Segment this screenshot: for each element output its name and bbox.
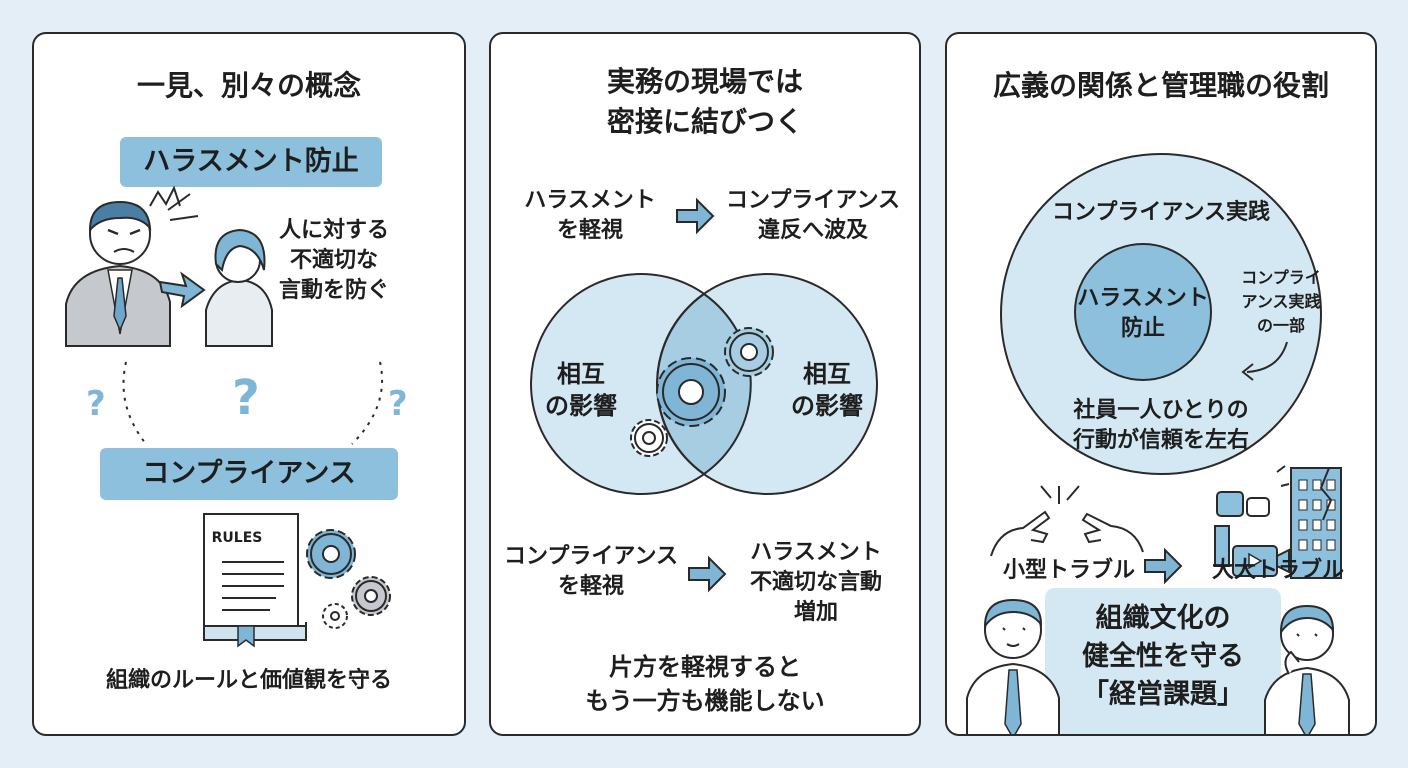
note-line: アンス実践 — [1241, 292, 1321, 311]
panel2-illustration — [530, 197, 878, 593]
box-line: 「経営課題」 — [1082, 679, 1244, 710]
panel3-illustration — [966, 153, 1350, 734]
caption-line: 不適切な — [289, 248, 378, 273]
side-note: コンプライ アンス実践 の一部 — [1239, 266, 1323, 338]
venn-left-label: 相互 の影響 — [537, 358, 625, 422]
caption-line: 人に対する — [278, 218, 389, 243]
venn-diagram — [530, 273, 878, 495]
panel2-conclusion: 片方を軽視すると もう一方も機能しない — [491, 650, 919, 718]
manager-icon — [1264, 604, 1350, 734]
conclusion-line: もう一方も機能しない — [585, 687, 825, 715]
flow2-right: ハラスメント 不適切な言動 増加 — [731, 538, 901, 628]
inner-line: 防止 — [1120, 316, 1165, 341]
flow-text: ハラスメント — [750, 540, 882, 565]
note-line: の一部 — [1256, 316, 1305, 335]
harassment-prevention-label: ハラスメント 防止 — [1075, 284, 1211, 344]
arrow-icon — [676, 197, 715, 235]
panel-title: 一見、別々の概念 — [136, 69, 361, 102]
compliance-band: コンプライアンス — [100, 448, 398, 500]
flow-text: 増加 — [793, 600, 838, 625]
flow-text: 不適切な言動 — [749, 570, 882, 595]
flow-text: 違反へ波及 — [757, 218, 868, 243]
box-line: 組織文化の — [1095, 603, 1231, 634]
arrow-icon — [688, 555, 727, 593]
venn-text: の影響 — [545, 392, 617, 420]
inner-line: ハラスメント — [1077, 286, 1209, 311]
question-icon: ? — [232, 370, 260, 426]
panel1-illustration — [65, 185, 391, 648]
shout-icon — [149, 185, 199, 221]
title-line: 実務の現場では — [606, 65, 803, 98]
arrow-icon — [1246, 341, 1288, 373]
venn-text: 相互 — [803, 360, 851, 388]
caption-line: 言動を防ぐ — [278, 278, 389, 303]
flow1-left: ハラスメント を軽視 — [505, 186, 675, 246]
question-icon: ? — [86, 384, 106, 424]
conclusion-line: 片方を軽視すると — [609, 653, 801, 681]
harassment-circle — [1074, 243, 1212, 381]
flow-text: コンプライアンス — [503, 544, 679, 569]
woman-icon — [205, 228, 273, 347]
big-trouble-label: 大大トラブル — [1211, 558, 1344, 583]
note-line: コンプライ — [1241, 268, 1321, 287]
harassment-prevention-band: ハラスメント防止 — [120, 137, 382, 187]
small-trouble-label: 小型トラブル — [1002, 558, 1135, 583]
gear-icon — [630, 327, 774, 457]
cracked-building-icon — [1276, 465, 1342, 579]
panel-manager-role: 広義の関係と管理職の役割 — [945, 32, 1377, 736]
culture-box — [1045, 588, 1281, 734]
venn-text: の影響 — [791, 392, 863, 420]
panel1-footer: 組織のルールと価値観を守る — [105, 668, 392, 693]
question-icon: ? — [388, 384, 408, 424]
culture-box-text: 組織文化の 健全性を守る 「経営課題」 — [1045, 600, 1281, 714]
flow-text: コンプライアンス — [725, 188, 901, 213]
people-caption: 人に対する 不適切な 言動を防ぐ — [264, 216, 404, 306]
compliance-practice-label: コンプライアンス実践 — [1051, 200, 1271, 225]
rules-book-icon — [203, 513, 307, 648]
flow1-right: コンプライアンス 違反へ波及 — [715, 186, 911, 246]
behavior-line: 行動が信頼を左右 — [1072, 428, 1249, 453]
flow-text: を軽視 — [557, 574, 624, 599]
book-label: RULES — [211, 530, 263, 546]
box-line: 健全性を守る — [1082, 641, 1244, 672]
media-icons — [1214, 491, 1290, 577]
title-line: 密接に結びつく — [606, 105, 803, 138]
arrow-icon — [1144, 547, 1183, 585]
panel-title: 広義の関係と管理職の役割 — [992, 69, 1329, 102]
gear-icon — [306, 529, 391, 629]
panel-closely-linked: 実務の現場では 密接に結びつく ハラスメント を軽視 コンプ — [489, 32, 921, 736]
flow2-left: コンプライアンス を軽視 — [497, 542, 685, 602]
venn-text: 相互 — [557, 360, 605, 388]
behavior-line: 社員一人ひとりの — [1073, 398, 1249, 423]
pointing-hands-icon — [990, 485, 1144, 557]
manager-icon — [966, 598, 1060, 734]
flow-text: ハラスメント — [524, 188, 656, 213]
employee-behavior-label: 社員一人ひとりの 行動が信頼を左右 — [947, 396, 1375, 456]
angry-man-icon — [65, 200, 171, 347]
venn-right-label: 相互 の影響 — [783, 358, 871, 422]
panel-title: 実務の現場では 密接に結びつく — [491, 62, 919, 142]
flow-text: を軽視 — [556, 218, 623, 243]
panel-separate-concepts: 一見、別々の概念 ハラスメント防止 — [32, 32, 466, 736]
